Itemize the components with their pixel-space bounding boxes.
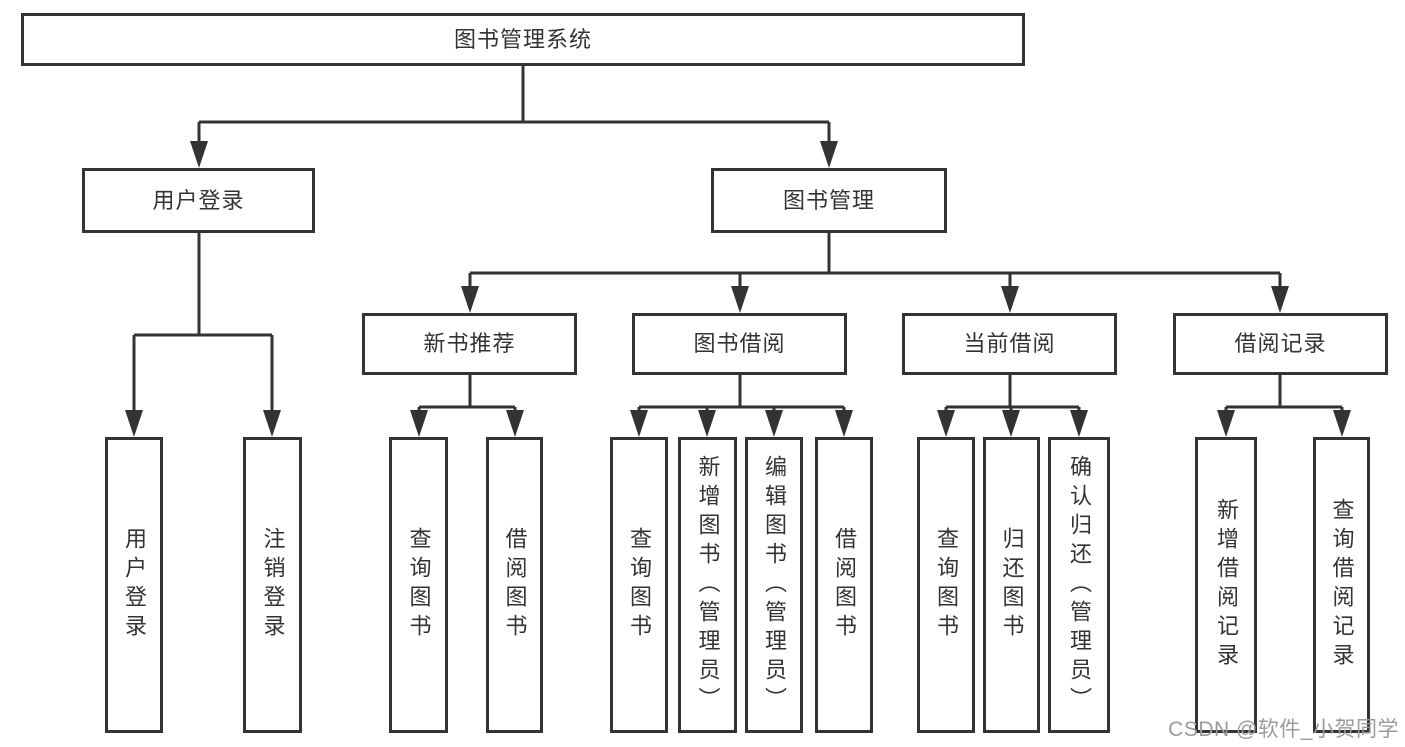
node-library-system: 图书管理系统 xyxy=(21,13,1025,66)
node-current-borrow: 当前借阅 xyxy=(902,313,1117,375)
arrow-icon xyxy=(937,410,955,437)
leaf-borrow-query-books: 查询图书 xyxy=(610,437,668,733)
arrow-icon xyxy=(698,410,716,437)
arrow-icon xyxy=(190,141,208,168)
leaf-borrow-borrow-books: 借阅图书 xyxy=(815,437,873,733)
arrow-icon xyxy=(263,410,281,437)
leaf-user-login: 用户登录 xyxy=(105,437,163,733)
arrow-icon xyxy=(125,410,143,437)
node-user-login: 用户登录 xyxy=(82,168,315,233)
watermark: CSDN @软件_小贺同学 xyxy=(1168,718,1399,741)
arrow-icon xyxy=(820,141,838,168)
leaf-current-confirm-return-admin: 确认归还（管理员） xyxy=(1048,437,1110,733)
leaf-borrow-edit-books-admin: 编辑图书（管理员） xyxy=(745,437,803,733)
leaf-logout: 注销登录 xyxy=(243,437,302,733)
arrow-icon xyxy=(1217,410,1235,437)
node-borrow-records: 借阅记录 xyxy=(1173,313,1388,375)
leaf-recommend-borrow-books: 借阅图书 xyxy=(486,437,543,733)
arrow-icon xyxy=(1271,286,1289,313)
leaf-current-return-books: 归还图书 xyxy=(983,437,1040,733)
leaf-recommend-query-books: 查询图书 xyxy=(389,437,448,733)
arrow-icon xyxy=(835,410,853,437)
arrow-icon xyxy=(630,410,648,437)
arrow-icon xyxy=(461,286,479,313)
arrow-icon xyxy=(1333,410,1351,437)
arrow-icon xyxy=(1070,410,1088,437)
node-book-borrow: 图书借阅 xyxy=(632,313,847,375)
leaf-borrow-add-books-admin: 新增图书（管理员） xyxy=(678,437,737,733)
arrow-icon xyxy=(765,410,783,437)
leaf-records-query-record: 查询借阅记录 xyxy=(1313,437,1370,733)
arrowheads xyxy=(125,141,1351,437)
node-book-management: 图书管理 xyxy=(711,168,947,233)
arrow-icon xyxy=(410,410,428,437)
arrow-icon xyxy=(506,410,524,437)
arrow-icon xyxy=(1001,286,1019,313)
leaf-records-add-record: 新增借阅记录 xyxy=(1195,437,1257,733)
arrow-icon xyxy=(1002,410,1020,437)
leaf-current-query-books: 查询图书 xyxy=(917,437,975,733)
node-new-book-recommend: 新书推荐 xyxy=(362,313,577,375)
arrow-icon xyxy=(731,286,749,313)
